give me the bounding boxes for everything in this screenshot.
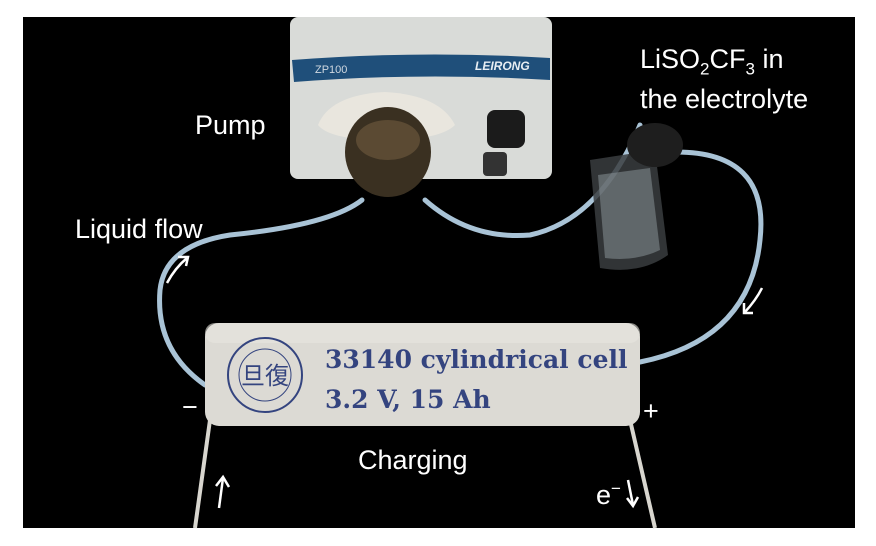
electron-label: e− <box>596 480 621 509</box>
electrolyte-label-line1: LiSO2CF3 in <box>640 44 784 79</box>
positive-terminal-label: + <box>643 396 659 426</box>
negative-terminal-label: − <box>182 392 198 422</box>
down-arrow-icon <box>626 479 635 506</box>
electrolyte-text: CF <box>709 44 746 74</box>
liquid-flow-label: Liquid flow <box>75 214 203 244</box>
flow-arrow-icon <box>165 257 188 284</box>
cell-spec-text: 3.2 V, 15 Ah <box>325 385 491 414</box>
pump: ZP100 LEIRONG <box>290 17 552 197</box>
electrolyte-label-line2: the electrolyte <box>640 84 809 114</box>
electrolyte-vial <box>590 123 683 270</box>
arrows <box>165 255 764 509</box>
electrolyte-text: in <box>754 44 784 74</box>
pump-label: Pump <box>195 110 266 140</box>
electron-text: e <box>596 480 612 510</box>
pump-knob <box>487 110 525 148</box>
wires <box>193 419 657 529</box>
svg-text:旦復: 旦復 <box>241 362 289 390</box>
up-arrow-icon <box>217 477 225 509</box>
subscript: 2 <box>700 59 710 79</box>
pump-brand: LEIRONG <box>475 59 530 73</box>
superscript: − <box>611 479 621 498</box>
charging-label: Charging <box>358 445 468 475</box>
cylindrical-cell: 旦復 33140 cylindrical cell 3.2 V, 15 Ah <box>205 323 640 426</box>
university-logo <box>227 337 303 413</box>
vial-cap <box>627 123 683 167</box>
subscript: 3 <box>745 59 755 79</box>
pump-model: ZP100 <box>315 64 347 76</box>
flow-arrow-icon <box>744 287 764 313</box>
electrolyte-text: LiSO <box>640 44 701 74</box>
cell-model-text: 33140 cylindrical cell <box>325 345 628 374</box>
